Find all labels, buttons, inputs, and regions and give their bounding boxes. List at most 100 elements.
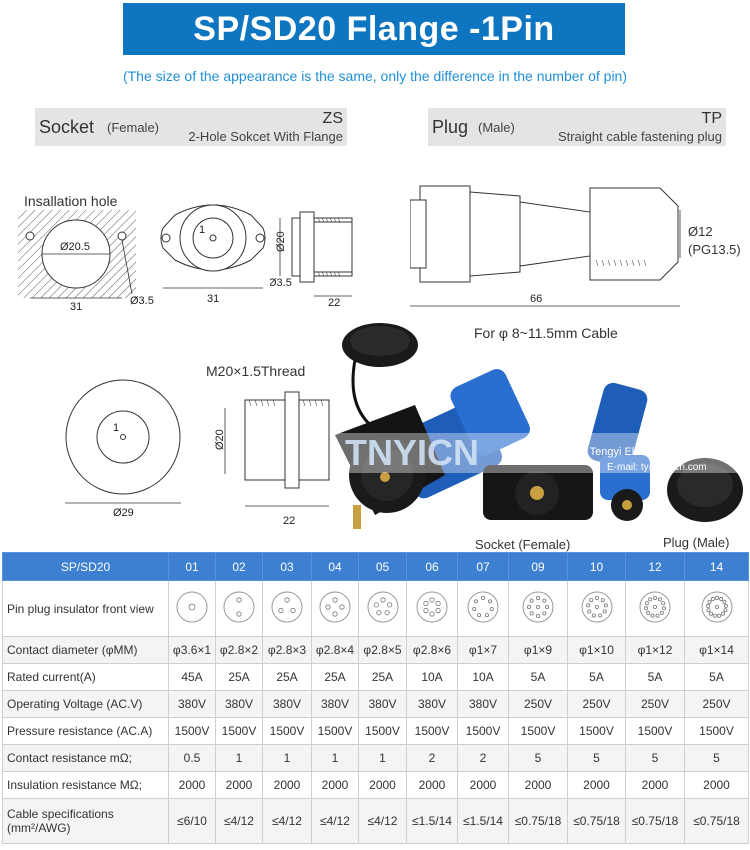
table-cell: 2000: [567, 771, 626, 799]
pin-mark: [657, 597, 662, 602]
socket-label: Socket: [39, 117, 95, 137]
pin-mark: [542, 598, 547, 603]
table-cell: 1500V: [567, 717, 626, 745]
table-cell: φ1×10: [567, 636, 626, 664]
table-cell: 5A: [508, 663, 568, 691]
table-cell: φ2.8×2: [215, 636, 263, 664]
table-cell: 1500V: [457, 717, 509, 745]
column-header: 09: [508, 552, 568, 581]
pin-mark: [655, 613, 660, 618]
pin-mark: [435, 600, 441, 607]
table-cell: ≤0.75/18: [684, 798, 749, 844]
column-header: 01: [168, 552, 216, 581]
row-label: Contact diameter (φMM): [2, 636, 169, 664]
pin-mark: [714, 596, 719, 601]
table-cell: 10A: [406, 663, 458, 691]
flange-front-drawing: 1 31: [160, 204, 266, 305]
table-cell: 45A: [168, 663, 216, 691]
dim-22a: 22: [328, 297, 340, 309]
table-cell: 1500V: [215, 717, 263, 745]
table-cell: 25A: [262, 663, 312, 691]
table-cell: 380V: [262, 690, 312, 718]
table-cell: 380V: [215, 690, 263, 718]
table-cell: φ1×9: [508, 636, 568, 664]
socket-caption: Socket (Female): [475, 537, 570, 552]
pin-mark: [597, 613, 602, 618]
table-cell: 25A: [358, 663, 407, 691]
pin-mark: [710, 597, 715, 602]
table-cell: ≤0.75/18: [625, 798, 685, 844]
dim-31b: 31: [207, 293, 219, 305]
table-cell: 2000: [684, 771, 749, 799]
plug-gender: (Male): [478, 120, 515, 135]
pin-mark: [332, 611, 338, 617]
pin-mark: [386, 602, 392, 608]
dim-22b: 22: [283, 515, 295, 527]
table-cell: 2: [457, 744, 509, 772]
flange-side-drawing: Ø20 Ø3.5 22: [270, 211, 353, 309]
table-cell: 5: [567, 744, 626, 772]
table-cell: 5: [625, 744, 685, 772]
install-hole-drawing: Ø20.5 31 Ø3.5: [18, 210, 154, 313]
pin-mark: [290, 607, 296, 614]
pin-mark: [652, 604, 657, 609]
table-cell: 380V: [311, 690, 359, 718]
pin-layout-icon: [367, 591, 398, 623]
table-cell: 10A: [457, 663, 509, 691]
pin-mark: [646, 610, 651, 615]
dim-d12: Ø12: [688, 224, 713, 239]
table-cell: 5A: [625, 663, 685, 691]
pin-diagram-cell: [625, 580, 685, 637]
pin-mark: [423, 600, 429, 607]
pin-mark: [722, 608, 727, 613]
table-cell: 250V: [625, 690, 685, 718]
pin-mark: [339, 604, 345, 610]
pin-layout-icon: [467, 591, 499, 623]
pin-mark: [489, 607, 494, 612]
socket-code: ZS: [322, 110, 343, 127]
page-subtitle: (The size of the appearance is the same,…: [122, 68, 628, 84]
table-cell: 5: [508, 744, 568, 772]
dim-pg: (PG13.5): [688, 242, 741, 257]
table-cell: 1500V: [508, 717, 568, 745]
pin-layout-icon: [416, 591, 448, 623]
company-watermark: Yueqing Tengyi Electric Co., Ltd.: [547, 446, 705, 458]
table-cell: 1500V: [168, 717, 216, 745]
table-cell: ≤0.75/18: [567, 798, 626, 844]
pin-mark: [659, 610, 664, 615]
table-cell: 2: [406, 744, 458, 772]
column-header: 02: [215, 552, 263, 581]
plug-side-drawing: 66: [410, 185, 681, 307]
plug-body: [587, 382, 648, 468]
pin-mark: [586, 609, 591, 614]
pin-mark-1b: 1: [113, 422, 119, 434]
column-header: 03: [262, 552, 312, 581]
pin-diagram-cell: [457, 580, 509, 637]
dim-d3-5a: Ø3.5: [130, 295, 154, 307]
pin-mark: [236, 611, 242, 617]
table-cell: 5A: [567, 663, 626, 691]
dim-d29: Ø29: [113, 507, 134, 519]
pin-mark: [594, 596, 599, 601]
table-cell: φ1×12: [625, 636, 685, 664]
plug-label: Plug: [432, 117, 469, 137]
pin-mark: [375, 610, 381, 616]
pin-mark: [484, 613, 489, 618]
table-cell: 25A: [215, 663, 263, 691]
column-header: 05: [358, 552, 407, 581]
pin-diagram-cell: [508, 580, 568, 637]
pin-mark: [379, 597, 386, 603]
pin-mark: [721, 599, 726, 604]
pin-layout-icon: [701, 591, 732, 623]
table-cell: φ3.6×1: [168, 636, 216, 664]
plug-caption: Plug (Male): [663, 535, 729, 550]
column-header: 14: [684, 552, 749, 581]
table-cell: 2000: [625, 771, 685, 799]
pin-mark: [188, 603, 196, 611]
pin-mark: [712, 613, 717, 618]
email-watermark: E-mail: ty@tnyicn.com: [607, 462, 707, 473]
column-header: 06: [406, 552, 458, 581]
